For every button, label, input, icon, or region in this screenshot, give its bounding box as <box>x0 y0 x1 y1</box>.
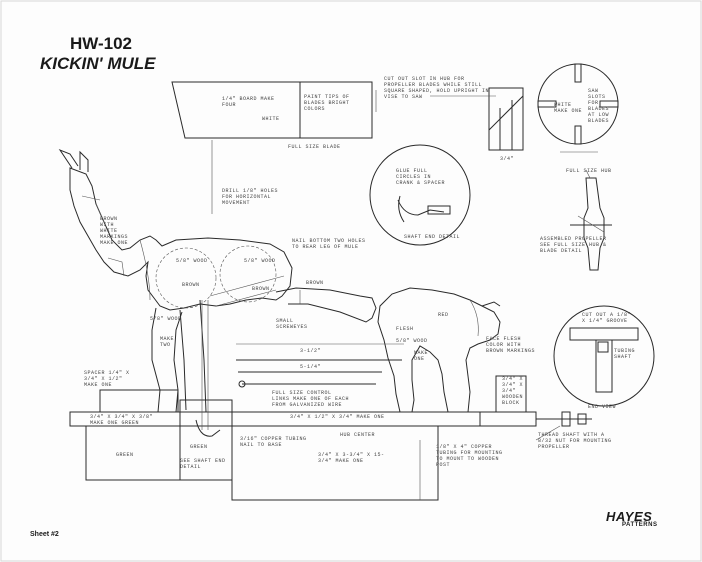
man-body-label: FLESH <box>396 326 414 332</box>
hub-side-views <box>488 87 524 151</box>
detail-circle-note: GLUE FULL CIRCLES IN CRANK & SPACER <box>396 168 446 186</box>
base-bottom-label: 3/4" x 3-3/4" x 15-3/4" MAKE ONE <box>318 452 385 464</box>
full-size-hub-label: FULL SIZE HUB <box>566 168 612 174</box>
side-dim-label: 3/4" <box>500 156 515 162</box>
base-note: 3/4" x 3/4" x 3/8" MAKE ONE GREEN <box>90 414 154 426</box>
crank-detail-label: SHAFT END DETAIL <box>404 234 461 240</box>
copper-tubing-note: 1/8" x 4" COPPER TUBING FOR MOUNTING TO … <box>436 444 503 468</box>
man-red-label: RED <box>438 312 449 318</box>
mule-figure <box>58 140 377 413</box>
board-green-label: 1/4" BOARD MAKE FOUR <box>222 96 275 108</box>
assembled-propeller <box>570 177 612 271</box>
man-figure <box>377 287 501 413</box>
propeller-slot-note: CUT OUT SLOT IN HUB FOR PROPELLER BLADES… <box>384 76 490 100</box>
hub-center-label: WHITE MAKE ONE <box>554 102 583 114</box>
dim-a-label: 3-1/2" <box>300 348 322 354</box>
control-links <box>236 343 404 388</box>
mule-brown-rear: BROWN <box>252 286 270 292</box>
man-make-label: MAKE ONE <box>414 350 429 362</box>
mule-brown-leg: BROWN <box>306 280 324 286</box>
guide-note: NAIL BOTTOM TWO HOLES TO REAR LEG OF MUL… <box>292 238 366 250</box>
base-assembly <box>69 300 592 501</box>
base-green-label: GREEN <box>116 452 134 458</box>
mule-wood-front: 5/8" WOOD <box>176 258 208 264</box>
leader-lines <box>375 90 591 500</box>
end-view-circle <box>553 305 655 407</box>
face-note: FACE FLESH COLOR WITH BROWN MARKINGS <box>486 336 536 354</box>
man-wood-label: 5/8" WOOD <box>396 338 428 344</box>
brand-subtitle: PATTERNS <box>622 522 658 528</box>
mule-color-note: BROWN WITH WHITE MARKINGS MAKE ONE <box>100 216 129 246</box>
groove-note: CUT OUT A 1/8" x 1/4" GROOVE <box>582 312 632 324</box>
board-white-label: WHITE <box>262 116 280 122</box>
dim-b-label: 5-1/4" <box>300 364 322 370</box>
sheet-number: Sheet #2 <box>30 531 59 538</box>
shaft-end-note: SEE SHAFT END DETAIL <box>180 458 226 470</box>
board-bright-note: PAINT TIPS OF BLADES BRIGHT COLORS <box>304 94 350 112</box>
pattern-name: KICKIN' MULE <box>40 54 156 73</box>
crank-detail-circle <box>369 144 471 246</box>
wooden-block-label: 3/4" x 3/4" x 3/4" WOODEN BLOCK <box>502 376 524 406</box>
spacer-note: SPACER 1/4" x 3/4" x 1/2" MAKE ONE <box>84 370 130 388</box>
hub-blade-note: SAW SLOTS FOR BLADES AT LOW BLADES <box>588 88 610 124</box>
full-size-hub <box>537 63 619 153</box>
copper-tube-note: 3/16" COPPER TUBING NAIL TO BASE <box>240 436 307 448</box>
screweyes-label: SMALL SCREWEYES <box>276 318 308 330</box>
assembled-propeller-label: ASSEMBLED PROPELLER SEE FULL SIZE HUB & … <box>540 236 607 254</box>
pattern-code: HW-102 <box>70 34 133 53</box>
mule-wood-leg: 5/8" WOOD <box>150 316 182 322</box>
blade-pattern <box>171 81 373 139</box>
brand-logo: HAYES <box>606 509 653 524</box>
end-view-label: END VIEW <box>588 404 617 410</box>
drill-note: DRILL 1/8" HOLES FOR HORIZONTAL MOVEMENT <box>222 188 279 206</box>
hub-center-mark: HUB CENTER <box>340 432 376 438</box>
block-green-label: GREEN <box>190 444 208 450</box>
mule-wood-rear: 5/8" WOOD <box>244 258 276 264</box>
mule-brown-front: BROWN <box>182 282 200 288</box>
full-size-blade-label: FULL SIZE BLADE <box>288 144 341 150</box>
tubing-shaft-label: TUBING SHAFT <box>614 348 636 360</box>
threaded-shaft-note: THREAD SHAFT WITH A 8/32 NUT FOR MOUNTIN… <box>538 432 612 450</box>
mule-make-two: MAKE TWO <box>160 336 175 348</box>
base-dim-label: 3/4" x 1/2" x 3/4" MAKE ONE <box>290 414 385 420</box>
control-link-note: FULL SIZE CONTROL LINKS MAKE ONE OF EACH… <box>272 390 350 408</box>
